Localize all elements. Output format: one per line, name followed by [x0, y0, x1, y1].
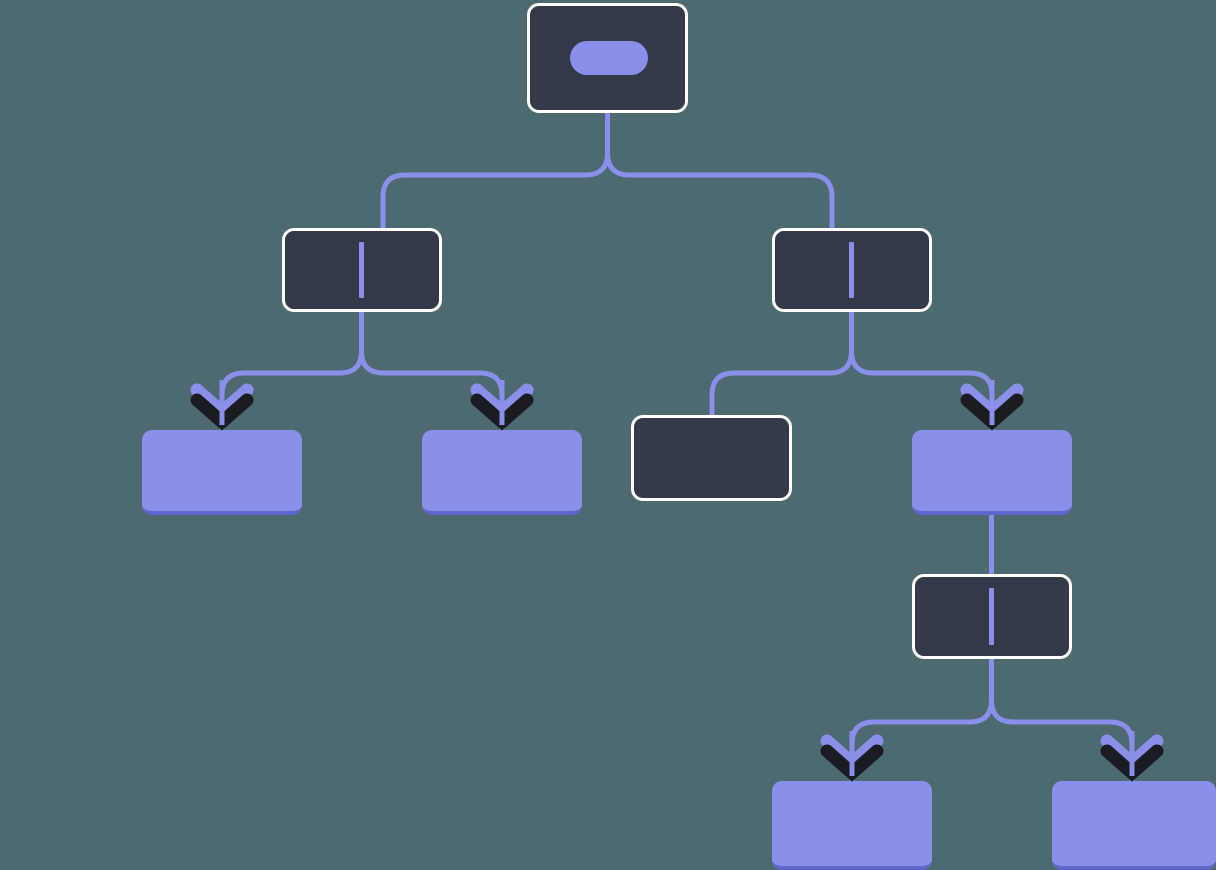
root-pill-indicator — [570, 41, 648, 75]
leaf-node-a[interactable] — [142, 430, 302, 515]
level3-dark-node[interactable] — [631, 415, 792, 501]
node-connector-tick — [849, 242, 854, 298]
leaf-node-f[interactable] — [1052, 781, 1216, 870]
node-connector-tick — [989, 588, 994, 645]
root-node[interactable] — [527, 3, 688, 113]
leaf-node-d[interactable] — [912, 430, 1072, 515]
node-connector-tick — [359, 242, 364, 298]
leaf-node-b[interactable] — [422, 430, 582, 515]
leaf-node-e[interactable] — [772, 781, 932, 870]
